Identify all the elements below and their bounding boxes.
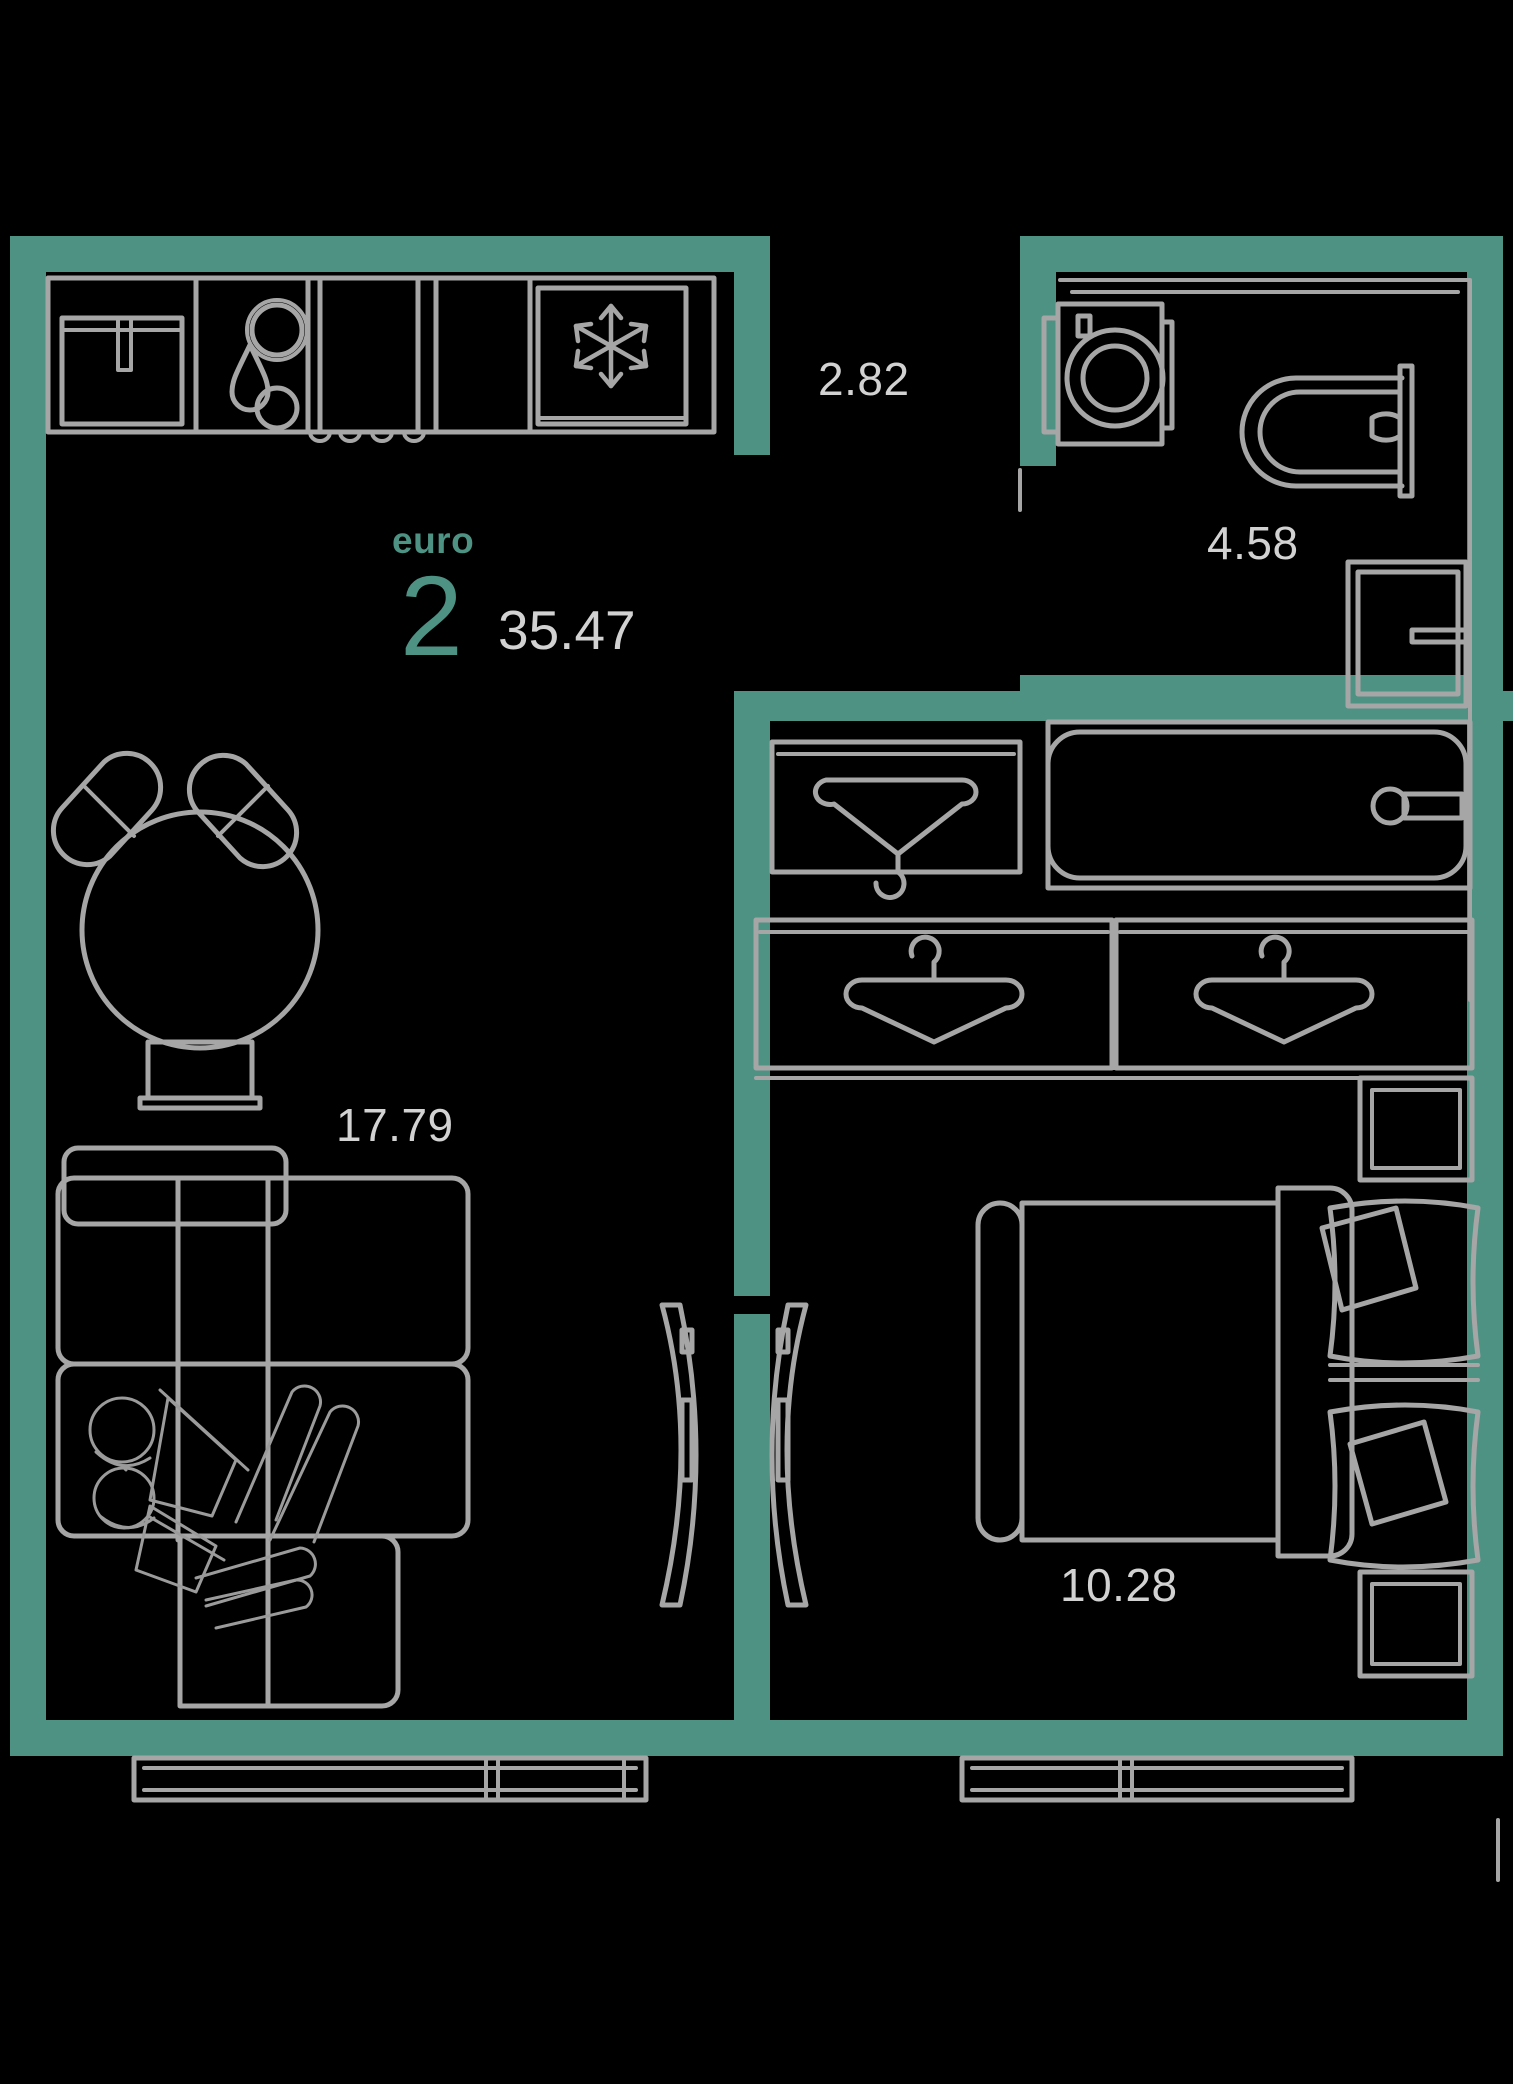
windows xyxy=(131,1755,1500,1882)
bedroom-door-left xyxy=(659,1302,699,1608)
badge-euro-label: euro xyxy=(392,520,475,561)
bedroom-door-right xyxy=(769,1302,809,1608)
kitchen-units xyxy=(45,275,717,443)
hanger-icon-left xyxy=(843,934,1025,1045)
dining-chair-right xyxy=(186,752,300,870)
nightstand-top xyxy=(1357,1075,1475,1183)
badge-total-area: 35.47 xyxy=(498,599,636,661)
toilet-icon xyxy=(1239,363,1415,499)
bedroom-window xyxy=(959,1755,1355,1803)
room-area-living-room: 17.79 xyxy=(336,1099,454,1151)
door-openings xyxy=(734,455,1058,1314)
sink-icon xyxy=(59,315,185,427)
round-dining-table xyxy=(79,809,321,1051)
dining-chair-bottom xyxy=(137,1039,263,1111)
refrigerator-icon xyxy=(535,285,689,427)
cooktop-icon xyxy=(245,298,309,431)
room-area-hall: 2.82 xyxy=(818,353,910,405)
doors xyxy=(659,468,1022,1608)
living-room-window xyxy=(131,1755,649,1803)
room-area-bathroom: 4.58 xyxy=(1207,517,1299,569)
room-area-bedroom: 10.28 xyxy=(1060,1559,1178,1611)
hall-closet xyxy=(769,739,1023,900)
badge-rooms-count: 2 xyxy=(400,553,463,679)
nightstand-bottom xyxy=(1357,1569,1475,1679)
coat-hook-icon xyxy=(812,777,979,900)
wardrobe-right xyxy=(754,917,1475,1080)
wardrobe-left xyxy=(753,917,1115,1071)
bathroom-fixtures xyxy=(1041,278,1473,1002)
walls xyxy=(10,236,1513,1756)
mirror-cabinet-icon xyxy=(1345,559,1469,709)
dining-chair-left xyxy=(50,750,164,868)
dining-set xyxy=(50,750,321,1111)
hanger-icon-right xyxy=(1193,934,1375,1045)
seated-figure xyxy=(88,1384,360,1630)
sofa xyxy=(55,1145,471,1709)
pillows-top xyxy=(1319,1198,1481,1366)
bathtub-icon xyxy=(1045,719,1473,891)
double-bed xyxy=(1019,1200,1281,1543)
pillows-bottom xyxy=(1327,1402,1481,1570)
bedroom-furniture xyxy=(975,1075,1481,1679)
counter-feet xyxy=(308,430,426,443)
washing-machine-icon xyxy=(1041,301,1175,447)
dishwasher-drop-icon xyxy=(229,342,271,413)
